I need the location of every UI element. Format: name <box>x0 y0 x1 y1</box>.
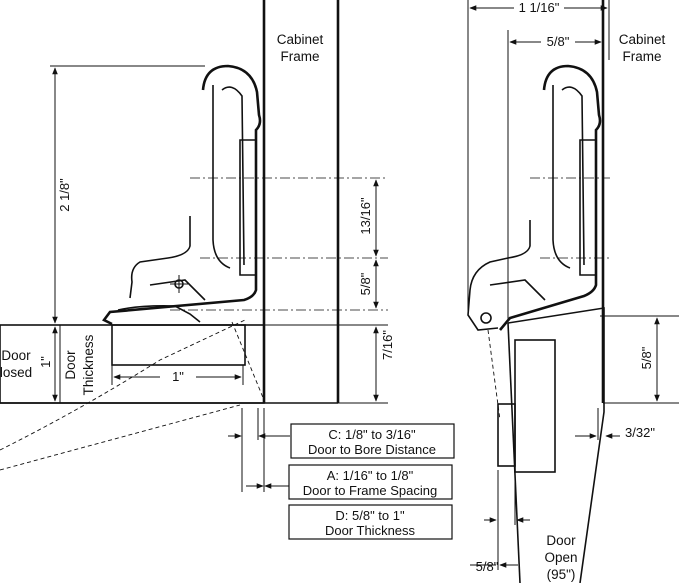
legend-d-subtitle: Door Thickness <box>325 523 416 538</box>
door-open-label-2: Open <box>544 550 577 565</box>
right-centerlines <box>467 0 679 320</box>
legend-a-title: A: 1/16" to 1/8" <box>327 468 414 483</box>
door-closed-label-2: losed <box>0 365 32 380</box>
dim-height-total: 2 1/8" <box>52 67 72 324</box>
door-open-label-3: (95") <box>547 567 576 582</box>
legend-box-a: A: 1/16" to 1/8" Door to Frame Spacing <box>288 464 453 500</box>
right-door-open <box>487 307 605 583</box>
legend-box-c: C: 1/8" to 3/16" Door to Bore Distance <box>290 423 455 459</box>
door-thickness-label-2: Thickness <box>81 334 96 395</box>
right-cabinet-frame <box>601 0 679 404</box>
left-view: 2 1/8" 1" 1" 13/16" 5/8" 7/16" Cabinet F… <box>0 0 395 471</box>
dim-top-1-1-16-label: 1 1/16" <box>519 0 560 15</box>
spacing-dims <box>228 408 290 492</box>
dim-door-1in: 1" <box>38 326 58 402</box>
dim-bottom-5-8: 5/8" <box>470 470 530 574</box>
left-centerlines <box>50 65 388 404</box>
dim-3-32-label: 3/32" <box>625 425 655 440</box>
dim-horiz-1in: 1" <box>111 365 244 385</box>
dim-top-5-8: 5/8" <box>509 34 602 49</box>
dim-top-1-1-16: 1 1/16" <box>469 0 608 15</box>
left-cabinet-label-2: Frame <box>280 49 319 64</box>
door-open-label-1: Door <box>546 533 576 548</box>
legend-c-subtitle: Door to Bore Distance <box>308 442 436 457</box>
left-door-closed <box>0 324 265 404</box>
right-cabinet-label-2: Frame <box>622 49 661 64</box>
dim-side-5-8-label: 5/8" <box>639 346 654 369</box>
right-cabinet-label-1: Cabinet <box>619 32 666 47</box>
left-door-swing <box>0 319 265 471</box>
left-hinge-arm <box>102 64 262 326</box>
legend-d-title: D: 5/8" to 1" <box>335 508 405 523</box>
dim-door-1in-label: 1" <box>38 356 53 368</box>
dim-height-total-label: 2 1/8" <box>57 178 72 212</box>
dim-7-16-label: 7/16" <box>380 330 395 360</box>
right-view: 1 1/16" 5/8" 5/8" 3/32" 5/8" <box>467 0 679 583</box>
dim-side-5-8: 5/8" <box>639 317 660 402</box>
left-cabinet-label-1: Cabinet <box>277 32 324 47</box>
legend-c-title: C: 1/8" to 3/16" <box>328 427 416 442</box>
dim-bottom-5-8-label: 5/8" <box>476 559 499 574</box>
dim-top-5-8-label: 5/8" <box>547 34 570 49</box>
door-closed-label-1: Door <box>1 348 31 363</box>
dim-horiz-1in-label: 1" <box>172 369 184 384</box>
dim-13-16-label: 13/16" <box>358 197 373 235</box>
right-hinge-arm <box>467 64 602 331</box>
legend-a-subtitle: Door to Frame Spacing <box>303 483 437 498</box>
dim-stack-right: 13/16" 5/8" 7/16" <box>358 179 395 402</box>
legend-box-d: D: 5/8" to 1" Door Thickness <box>288 504 453 540</box>
dim-5-8-label: 5/8" <box>358 272 373 295</box>
door-thickness-label-1: Door <box>63 350 78 380</box>
dim-3-32: 3/32" <box>575 408 655 440</box>
